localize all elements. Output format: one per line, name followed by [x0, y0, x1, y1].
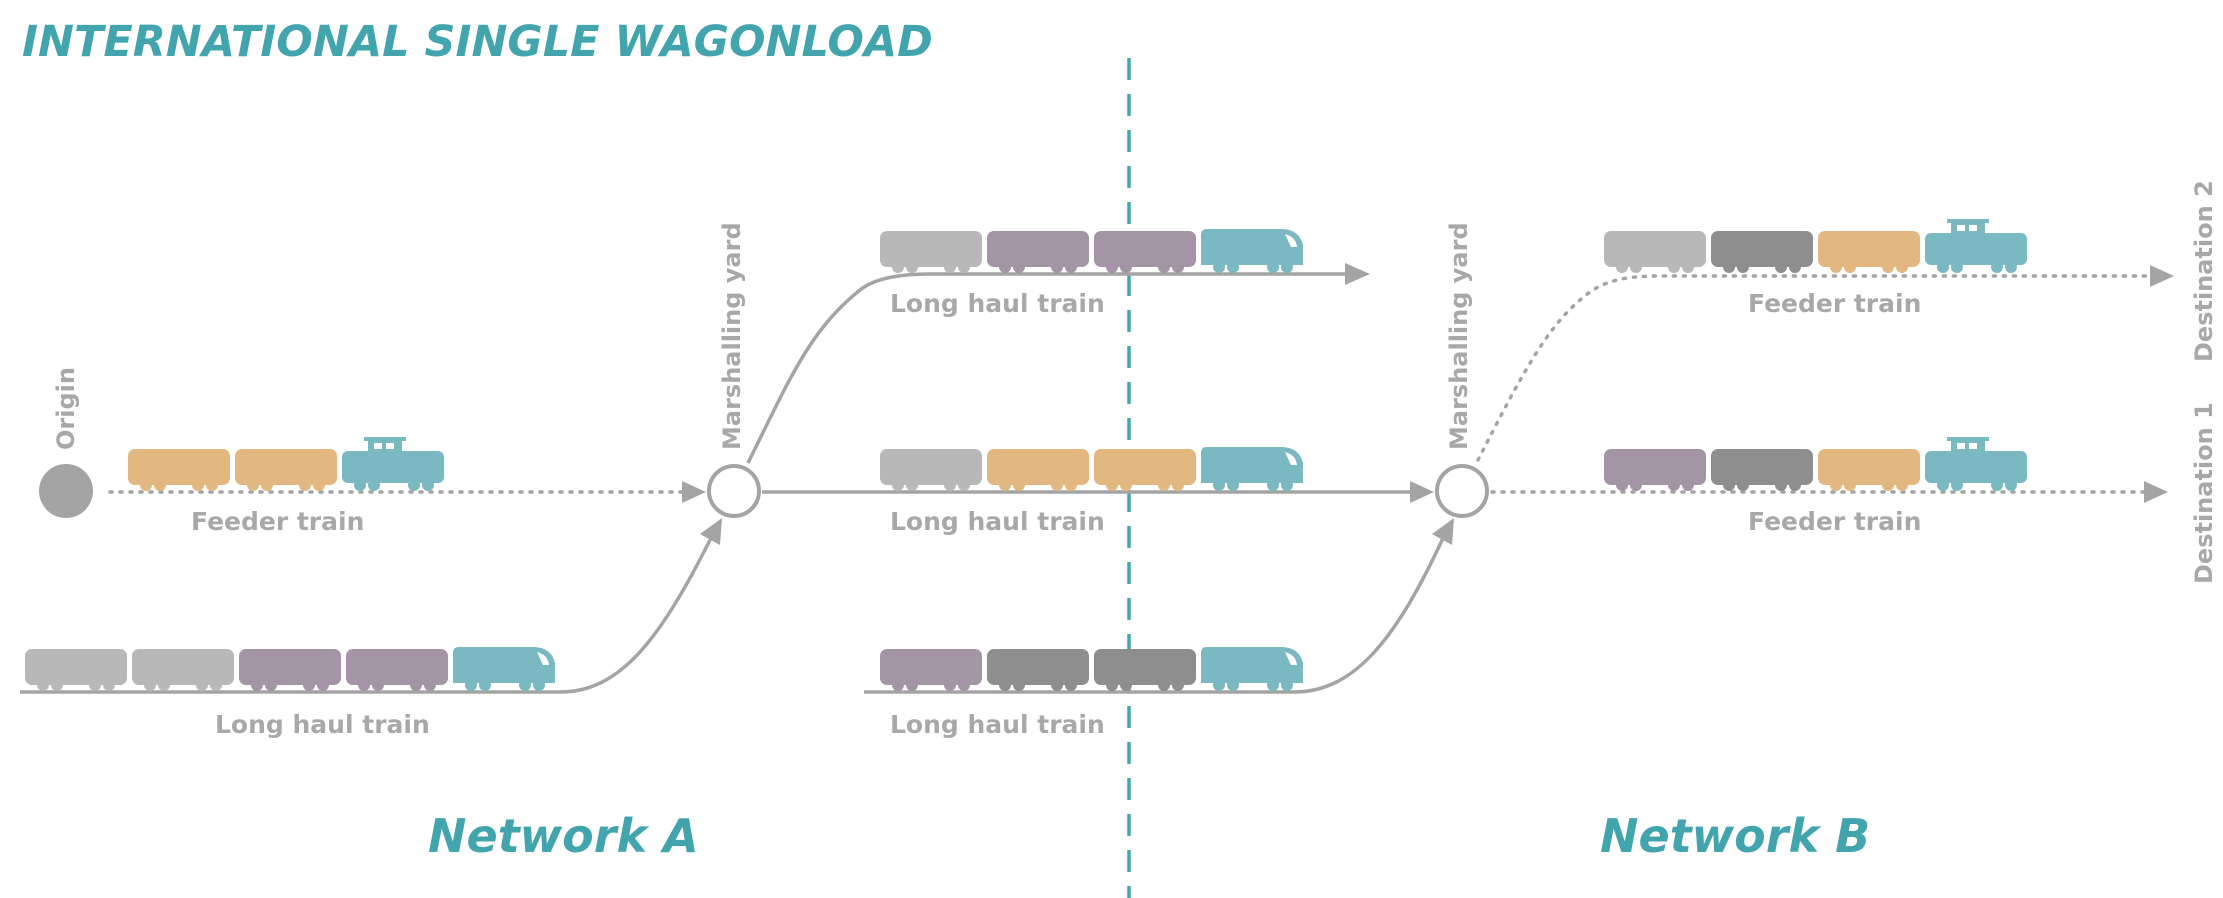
marshalling-yard-a-node [707, 464, 761, 518]
network-a-label: Network A [428, 809, 699, 863]
long-haul-mid-label: Long haul train [890, 507, 1105, 536]
long-haul-a-track [20, 535, 714, 694]
wagon [1094, 649, 1196, 691]
wagon [128, 449, 230, 491]
long-haul-top-label: Long haul train [890, 289, 1105, 318]
feeder-origin-arrow [682, 481, 706, 503]
feeder-dest-2-arrow [2150, 265, 2174, 287]
wagon [987, 649, 1089, 691]
wagon [1604, 449, 1706, 491]
wagon [1711, 449, 1813, 491]
wagon [235, 449, 337, 491]
wagon [1094, 449, 1196, 491]
feeder-dest-2-label: Feeder train [1748, 289, 1921, 318]
feeder-dest-1-arrow [2144, 481, 2168, 503]
wagon [880, 449, 982, 491]
long-haul-b-in-label: Long haul train [890, 710, 1105, 739]
wagon [1818, 449, 1920, 491]
marshalling-yard-b-label: Marshalling yard [1445, 222, 1473, 450]
diagram-title: INTERNATIONAL SINGLE WAGONLOAD [22, 17, 933, 67]
wagon [132, 649, 234, 691]
long-haul-top-train [880, 229, 1303, 273]
marshalling-yard-a-label: Marshalling yard [718, 222, 746, 450]
long-haul-mid-train [880, 447, 1303, 491]
shunter-locomotive [1925, 437, 2027, 491]
wagon [1094, 231, 1196, 273]
wagon [880, 649, 982, 691]
marshalling-yard-b-node [1435, 464, 1489, 518]
feeder-dest-2-train [1604, 219, 2027, 273]
wagon [1818, 231, 1920, 273]
destination-2-label: Destination 2 [2190, 180, 2218, 362]
long-haul-b-in-arrow [1432, 518, 1454, 545]
long-haul-a-train [25, 647, 555, 691]
network-b-label: Network B [1600, 809, 1870, 863]
long-haul-a-label: Long haul train [215, 710, 430, 739]
electric-locomotive [1201, 647, 1303, 691]
feeder-dest-1-train [1604, 437, 2027, 491]
wagon [239, 649, 341, 691]
wagon [346, 649, 448, 691]
feeder-dest-1-label: Feeder train [1748, 507, 1921, 536]
electric-locomotive [453, 647, 555, 691]
long-haul-b-in-train [880, 647, 1303, 691]
wagon [987, 231, 1089, 273]
wagon [880, 231, 982, 273]
long-haul-b-in-track [864, 535, 1446, 694]
feeder-origin-label: Feeder train [191, 507, 364, 536]
wagon [1711, 231, 1813, 273]
shunter-locomotive [342, 437, 444, 491]
trains-layer [25, 219, 2027, 691]
long-haul-mid-arrow [1410, 481, 1434, 503]
long-haul-top-arrow [1345, 263, 1370, 285]
electric-locomotive [1201, 229, 1303, 273]
electric-locomotive [1201, 447, 1303, 491]
origin-node [39, 464, 93, 518]
origin-label: Origin [52, 367, 80, 450]
destination-1-label: Destination 1 [2190, 402, 2218, 584]
feeder-origin-train [128, 437, 444, 491]
shunter-locomotive [1925, 219, 2027, 273]
wagon [987, 449, 1089, 491]
wagon [25, 649, 127, 691]
long-haul-top-track [746, 272, 1348, 464]
long-haul-a-arrow [700, 518, 722, 545]
wagon [1604, 231, 1706, 273]
